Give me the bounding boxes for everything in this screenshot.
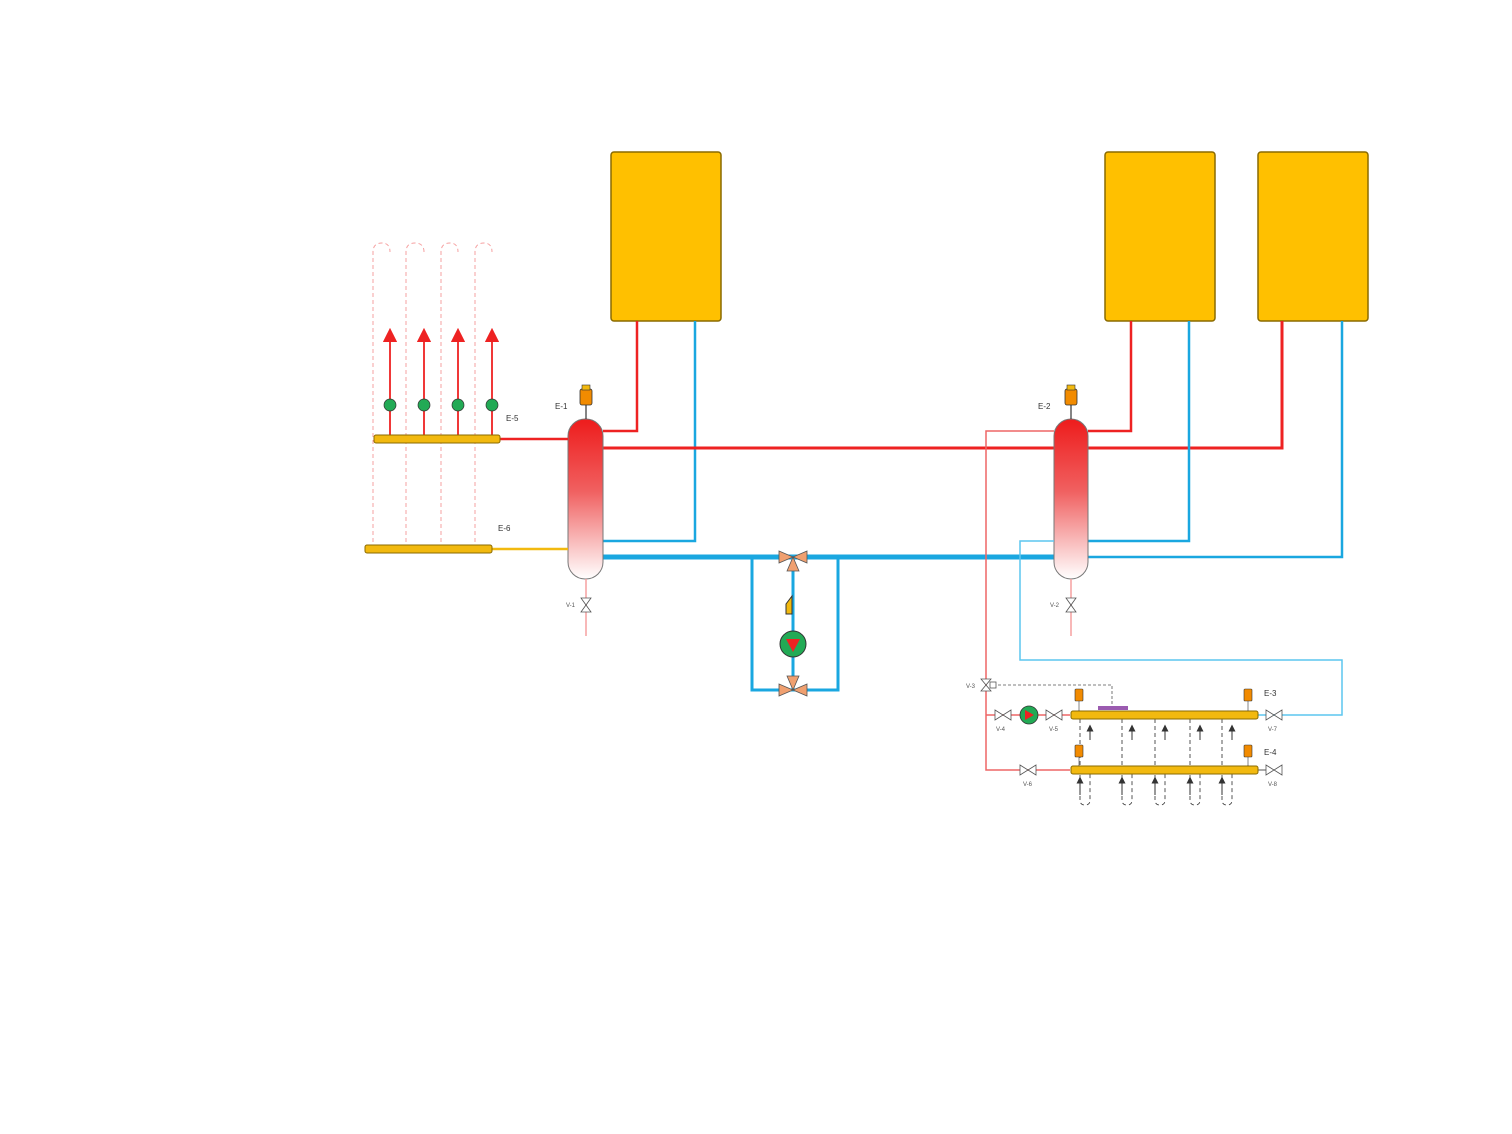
manifold-e3 [1070,710,1259,720]
label-e4: E-4 [1264,748,1277,757]
valve-v4 [994,709,1012,721]
main-header-pipes [603,321,1344,560]
thermostat-sensor [1098,706,1128,710]
mixing-valve-v3 [980,678,997,692]
air-vent-icon [1064,384,1078,419]
bypass-valve-top [778,550,808,572]
heat-unit-middle [1104,151,1216,322]
label-v1: V-1 [566,603,576,609]
drain-valve-left [580,579,592,636]
floor-pump-icon [1019,705,1039,725]
label-v7: V-7 [1268,727,1278,733]
label-e3: E-3 [1264,689,1277,698]
valve-v5 [1045,709,1063,721]
valve-v6 [1019,764,1037,776]
drain-valve-right [1065,579,1077,636]
valve-v8 [1258,764,1283,776]
thermostatic-control-line [993,684,1113,708]
label-e6: E-6 [498,524,511,533]
heat-unit-right [1257,151,1369,322]
hydraulic-separator-right [1053,418,1089,580]
pipes-left-unit [603,321,697,543]
heating-loops-dashed [372,242,493,549]
label-e2: E-2 [1038,402,1051,411]
air-vent-icon [579,384,593,419]
manifold-e5 [373,434,501,444]
bypass-valve-bottom [778,675,808,697]
manifold-e4 [1070,765,1259,775]
label-e5: E-5 [506,414,519,423]
pipes-middle-unit [1088,321,1191,543]
manifold-e6 [364,544,493,554]
label-v4: V-4 [996,727,1006,733]
heat-unit-left [610,151,722,322]
label-e1: E-1 [555,402,568,411]
manifold-air-vent-icon [1074,688,1253,766]
strainer-icon [785,594,793,615]
hydraulic-separator-left [567,418,604,580]
valve-v7 [1265,709,1283,721]
label-v6: V-6 [1023,782,1033,788]
label-v3: V-3 [966,684,976,690]
label-v5: V-5 [1049,727,1059,733]
heating-loop-supply-arrows [382,327,500,439]
bypass-loop [750,557,840,692]
underfloor-flow-arrows [1076,724,1236,795]
label-v2: V-2 [1050,603,1060,609]
label-v8: V-8 [1268,782,1278,788]
underfloor-loops-dashed [1079,719,1233,806]
circulation-pump-icon [779,630,807,658]
loop-pump-icons [383,398,499,412]
